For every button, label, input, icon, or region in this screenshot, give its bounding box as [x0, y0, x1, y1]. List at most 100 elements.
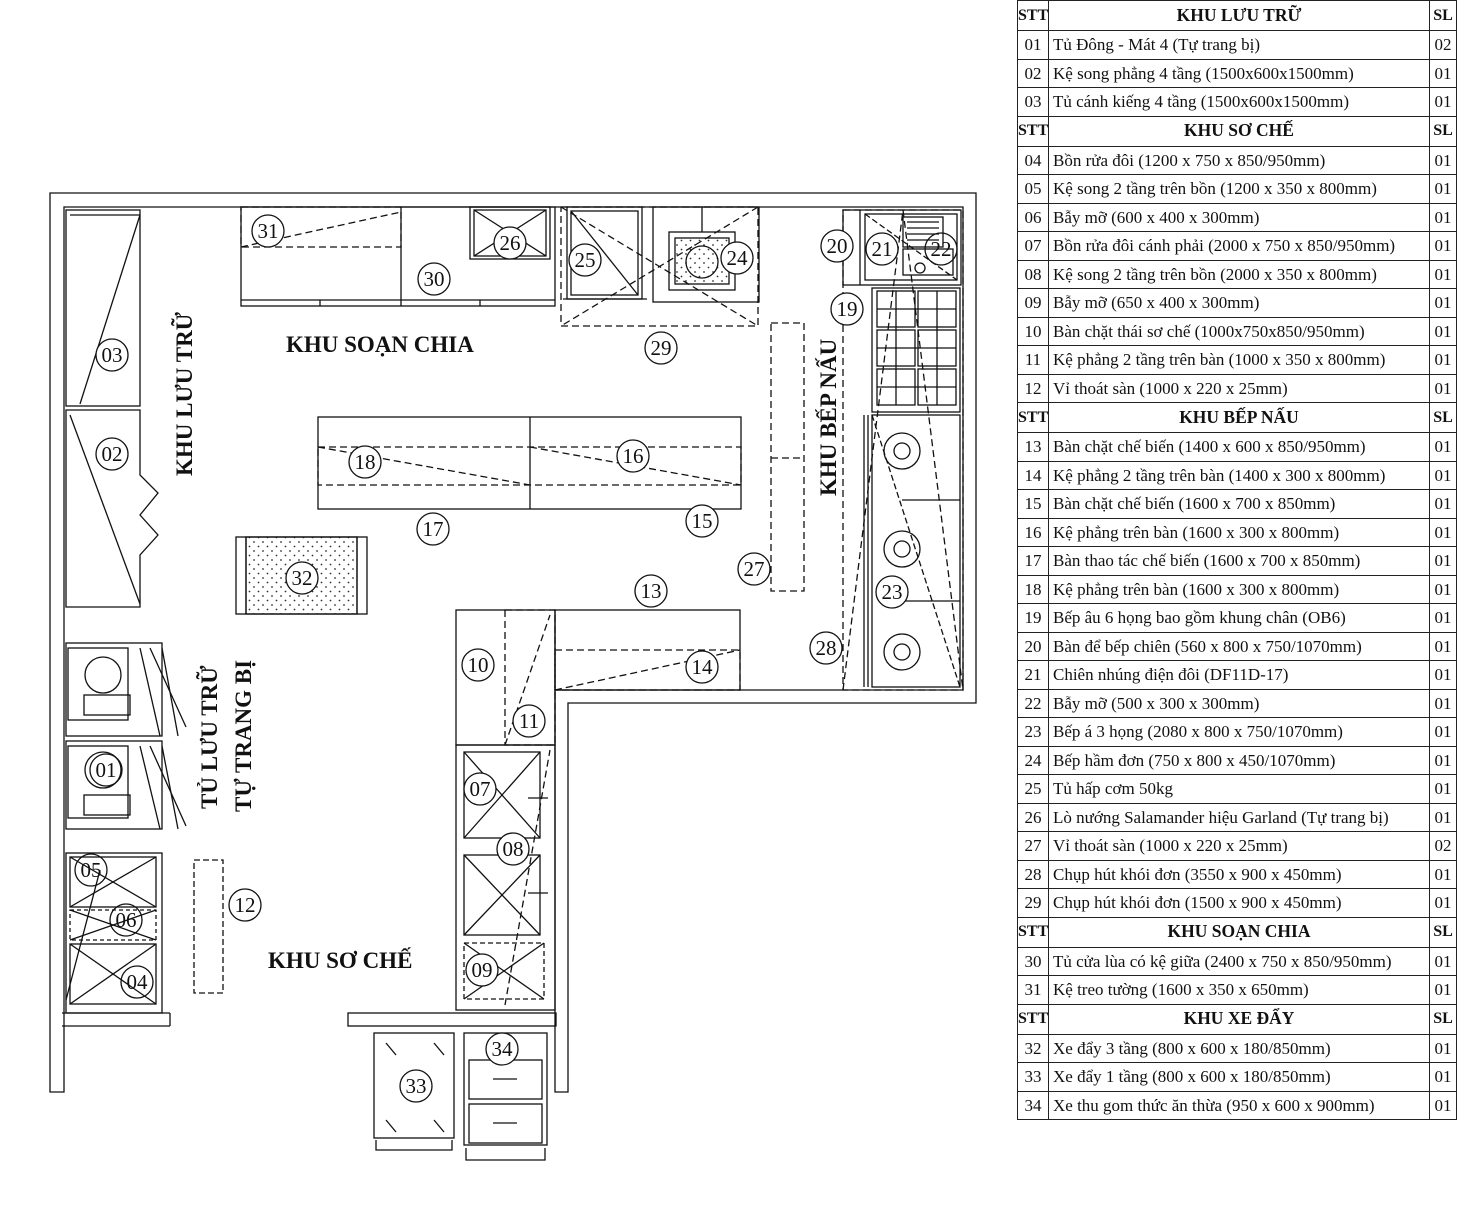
svg-text:06: 06	[116, 908, 137, 932]
legend-col-stt: STT	[1017, 0, 1049, 31]
legend-item-name: Bẫy mỡ (600 x 400 x 300mm)	[1048, 202, 1430, 232]
legend-col-stt: STT	[1017, 115, 1049, 147]
markers: 01 02 03 04 05 06 07 08 09 10 11 12 13 1…	[74, 214, 958, 1103]
legend-item-name: Kệ song 2 tầng trên bồn (2000 x 350 x 80…	[1048, 259, 1430, 289]
legend-qty: 01	[1429, 231, 1457, 261]
marker-33: 33	[399, 1069, 433, 1103]
wok-range-23	[863, 414, 961, 688]
legend-stt: 07	[1017, 231, 1049, 261]
legend-item-name: Bếp hầm đơn (750 x 800 x 450/1070mm)	[1048, 745, 1430, 775]
legend-stt: 21	[1017, 660, 1049, 690]
legend-section-title: KHU BẾP NẤU	[1048, 402, 1430, 433]
hood-28	[842, 209, 964, 691]
marker-10: 10	[461, 648, 495, 682]
marker-18: 18	[348, 445, 382, 479]
svg-text:24: 24	[727, 246, 749, 270]
legend-item-name: Bàn chặt thái sơ chế (1000x750x850/950mm…	[1048, 316, 1430, 346]
legend-section-title: KHU SOẠN CHIA	[1048, 916, 1430, 948]
marker-24: 24	[720, 241, 754, 275]
svg-text:29: 29	[651, 336, 672, 360]
legend-col-sl: SL	[1429, 916, 1457, 948]
svg-text:01: 01	[96, 758, 117, 782]
legend-qty: 01	[1429, 717, 1457, 747]
svg-text:26: 26	[500, 231, 521, 255]
svg-text:23: 23	[882, 580, 903, 604]
legend-stt: 01	[1017, 30, 1049, 60]
marker-26: 26	[493, 226, 527, 260]
legend-stt: 03	[1017, 87, 1049, 117]
marker-03: 03	[95, 338, 129, 372]
legend-col-stt: STT	[1017, 402, 1049, 433]
legend-col-sl: SL	[1429, 115, 1457, 147]
legend-qty: 01	[1429, 688, 1457, 718]
legend-stt: 14	[1017, 460, 1049, 490]
legend-qty: 01	[1429, 802, 1457, 832]
legend-qty: 01	[1429, 603, 1457, 633]
marker-08: 08	[496, 832, 530, 866]
legend-item-name: Kệ phẳng 2 tầng trên bàn (1000 x 350 x 8…	[1048, 345, 1430, 375]
marker-20: 20	[820, 229, 854, 263]
legend-stt: 05	[1017, 174, 1049, 204]
legend-item-name: Bàn chặt chế biến (1600 x 700 x 850mm)	[1048, 489, 1430, 519]
legend-stt: 25	[1017, 774, 1049, 804]
legend-qty: 01	[1429, 745, 1457, 775]
legend-qty: 01	[1429, 489, 1457, 519]
hood-29	[560, 206, 759, 327]
legend-qty: 01	[1429, 345, 1457, 375]
svg-text:30: 30	[424, 267, 445, 291]
marker-12: 12	[228, 888, 262, 922]
svg-text:17: 17	[423, 517, 444, 541]
legend-section-title: KHU LƯU TRỮ	[1048, 0, 1430, 31]
legend-stt: 24	[1017, 745, 1049, 775]
legend-qty: 01	[1429, 546, 1457, 576]
legend-qty: 01	[1429, 373, 1457, 403]
sink-04	[62, 852, 171, 1027]
marker-29: 29	[644, 331, 678, 365]
legend-qty: 01	[1429, 58, 1457, 88]
legend-stt: 12	[1017, 373, 1049, 403]
zone-label-tu-luu-tru-2: TỰ TRANG BỊ	[231, 660, 256, 812]
legend-item-name: Kệ song phẳng 4 tầng (1500x600x1500mm)	[1048, 58, 1430, 88]
marker-19: 19	[830, 292, 864, 326]
freezer-01-lower	[65, 740, 187, 830]
marker-23: 23	[875, 575, 909, 609]
floor-drain-12	[193, 859, 224, 994]
marker-21: 21	[865, 232, 899, 266]
legend-stt: 09	[1017, 288, 1049, 318]
legend-stt: 32	[1017, 1033, 1049, 1063]
legend-stt: 15	[1017, 489, 1049, 519]
glass-cabinet-03	[65, 209, 141, 407]
marker-22: 22	[924, 232, 958, 266]
legend-item-name: Xe thu gom thức ăn thừa (950 x 600 x 900…	[1048, 1090, 1430, 1120]
svg-text:11: 11	[519, 709, 539, 733]
legend-qty: 01	[1429, 259, 1457, 289]
zone-label-luu-tru: KHU LƯU TRỮ	[171, 311, 197, 476]
svg-text:31: 31	[258, 219, 279, 243]
legend-item-name: Tủ hấp cơm 50kg	[1048, 774, 1430, 804]
svg-text:08: 08	[503, 837, 524, 861]
legend-stt: 04	[1017, 145, 1049, 175]
marker-32: 32	[285, 561, 319, 595]
marker-13: 13	[634, 574, 668, 608]
legend-item-name: Vỉ thoát sàn (1000 x 220 x 25mm)	[1048, 373, 1430, 403]
marker-15: 15	[685, 504, 719, 538]
legend-qty: 01	[1429, 432, 1457, 462]
legend-qty: 02	[1429, 831, 1457, 861]
legend-stt: 18	[1017, 574, 1049, 604]
marker-01: 01	[89, 753, 123, 787]
legend-stt: 17	[1017, 546, 1049, 576]
